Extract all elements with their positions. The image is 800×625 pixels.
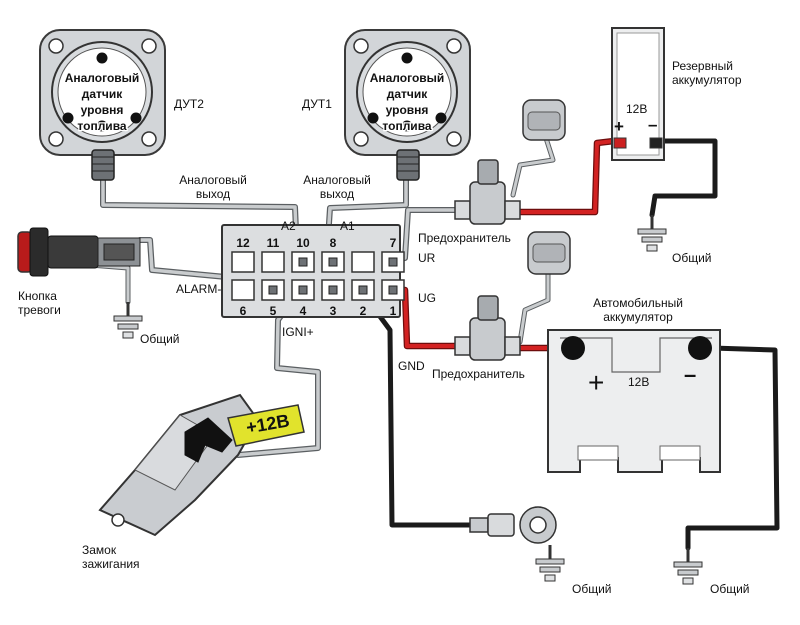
connector-pin-label-5: 5 — [270, 304, 277, 318]
car-battery-voltage: 12В — [628, 375, 649, 389]
ignition-label-2: зажигания — [82, 557, 140, 571]
car-battery-minus: – — [684, 362, 696, 387]
a1-label: A1 — [340, 219, 355, 233]
ground-symbol — [113, 302, 143, 339]
sensor-text-2: датчик — [82, 87, 124, 101]
ignition-lock — [98, 393, 305, 537]
sensor-text-1: Аналоговый — [370, 71, 445, 85]
connector-block: 12 11 10 8 7 6 5 4 3 2 1 — [221, 224, 405, 318]
connector-pin-label-10: 10 — [296, 236, 310, 250]
connector-terminal — [328, 257, 338, 267]
alarm-button — [17, 227, 141, 277]
connector-pin-label-6: 6 — [240, 304, 247, 318]
sensor-text-3: уровня — [81, 103, 124, 117]
analog-output-label-right: Аналоговый — [303, 173, 371, 187]
fuse-top — [454, 159, 521, 225]
ground-symbol — [673, 548, 703, 585]
car-battery-plus: + — [588, 367, 604, 398]
connector-pin-top-unlabeled — [351, 251, 375, 273]
backup-battery-name-1: Резервный — [672, 59, 733, 73]
connector-terminal — [268, 285, 278, 295]
connector-pin-label-12: 12 — [236, 236, 250, 250]
backup-battery-name-2: аккумулятор — [672, 73, 742, 87]
connector-terminal — [298, 257, 308, 267]
ground-label-lug: Общий — [572, 582, 612, 596]
sensor-text-1: Аналоговый — [65, 71, 140, 85]
analog-output-label-left: Аналоговый — [179, 173, 247, 187]
car-battery — [547, 329, 721, 473]
ground-symbol — [535, 545, 565, 582]
backup-battery — [611, 27, 665, 161]
sensor-text-3: уровня — [386, 103, 429, 117]
backup-battery-plus: + — [614, 117, 624, 136]
connector-pin-11 — [261, 251, 285, 273]
wire-backup-plus — [516, 137, 618, 216]
sensor-text-4: топлива — [382, 119, 432, 133]
connector-pin-label-11: 11 — [267, 236, 280, 250]
sensor-text-2: датчик — [387, 87, 429, 101]
connector-terminal — [328, 285, 338, 295]
wire-gnd — [359, 289, 473, 528]
connector-pin-label-3: 3 — [330, 304, 337, 318]
alarm-label: ALARM- — [176, 282, 221, 296]
connector-pin-12 — [231, 251, 255, 273]
car-battery-name-2: аккумулятор — [603, 310, 673, 324]
wire-car-minus — [685, 345, 780, 551]
a2-label: A2 — [281, 219, 296, 233]
sensor-text-4: топлива — [77, 119, 127, 133]
fuse-bottom-cap — [527, 231, 571, 275]
ground-lug — [469, 506, 557, 544]
gnd-label: GND — [398, 359, 425, 373]
alarm-button-label-1: Кнопка — [18, 289, 57, 303]
connector-pin-label-7: 7 — [390, 236, 397, 250]
alarm-button-label-2: тревоги — [18, 303, 61, 317]
wire-backup-minus — [649, 138, 718, 218]
dut1-label: ДУТ1 — [302, 97, 332, 111]
ignition-label-1: Замок — [82, 543, 117, 557]
fuel-sensor-dut2: Аналоговый датчик уровня топлива — [39, 29, 166, 181]
fuse-bottom — [454, 295, 521, 361]
igni-label: IGNI+ — [282, 325, 314, 339]
connector-pin-label-2: 2 — [360, 304, 367, 318]
fuse-top-cap — [522, 99, 566, 141]
analog-output-label-left-2: выход — [196, 187, 230, 201]
connector-terminal — [388, 285, 398, 295]
connector-pin-label-1: 1 — [390, 304, 397, 318]
ground-symbol — [637, 215, 667, 252]
connector-terminal — [358, 285, 368, 295]
fuel-sensor-dut1: Аналоговый датчик уровня топлива — [344, 29, 471, 181]
ug-label: UG — [418, 291, 436, 305]
connector-pin-6 — [231, 279, 255, 301]
ur-label: UR — [418, 251, 436, 265]
analog-output-label-right-2: выход — [320, 187, 354, 201]
connector-terminal — [388, 257, 398, 267]
ground-label-alarm: Общий — [140, 332, 180, 346]
backup-battery-minus: – — [648, 115, 657, 134]
fuse-bottom-label: Предохранитель — [432, 367, 525, 381]
ground-label-car: Общий — [710, 582, 750, 596]
connector-terminal — [298, 285, 308, 295]
car-battery-name-1: Автомобильный — [593, 296, 683, 310]
dut2-label: ДУТ2 — [174, 97, 204, 111]
ground-label-backup: Общий — [672, 251, 712, 265]
fuse-top-label: Предохранитель — [418, 231, 511, 245]
connector-pin-label-8: 8 — [330, 236, 337, 250]
backup-battery-voltage: 12В — [626, 102, 647, 116]
connector-pin-label-4: 4 — [300, 304, 307, 318]
